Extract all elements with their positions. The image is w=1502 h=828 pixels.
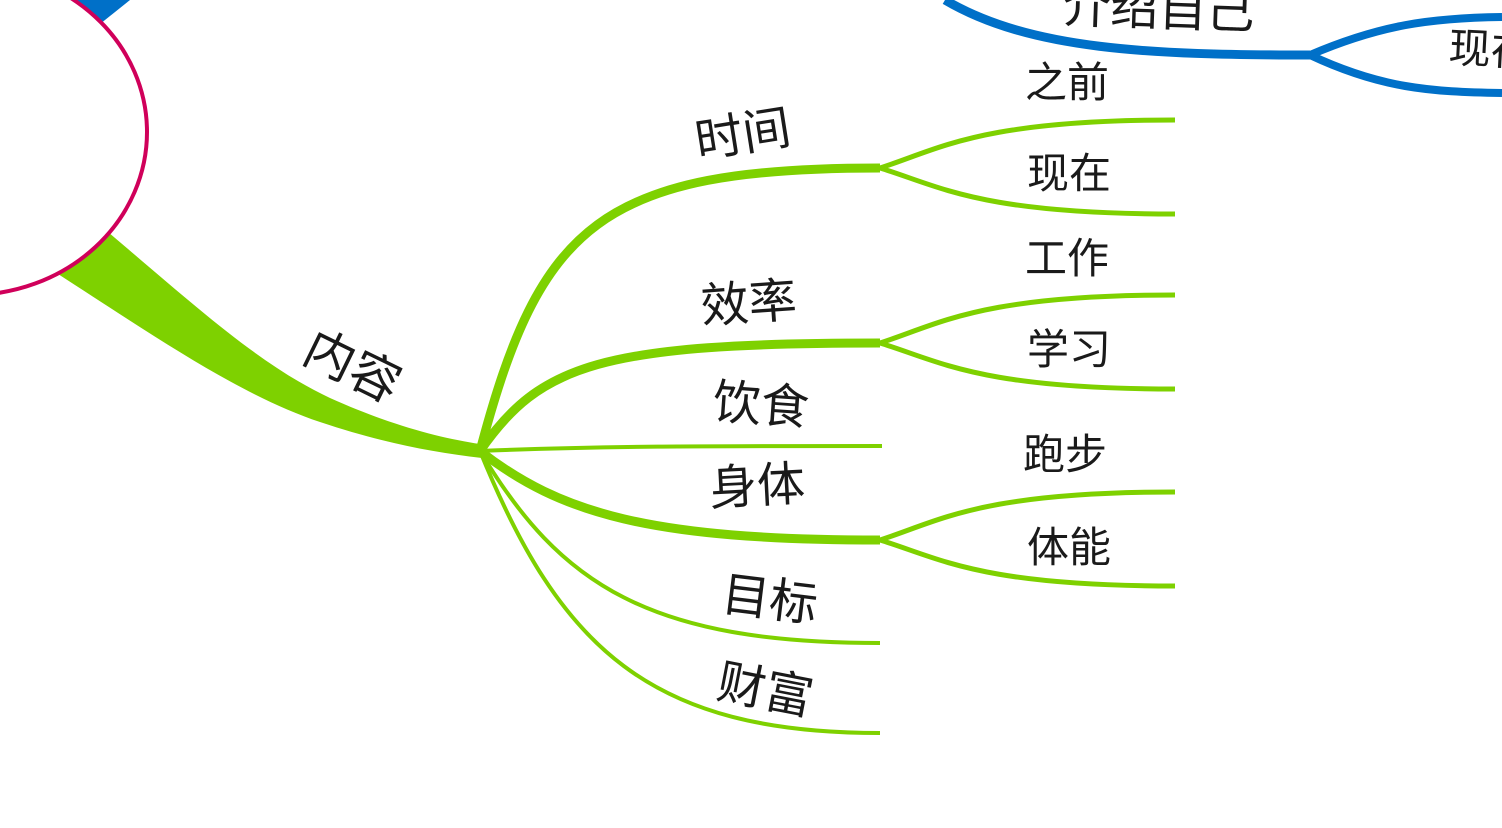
intro-subbranch-upper[interactable] (1308, 13, 1502, 59)
branch-label-goal[interactable]: 目标 (719, 566, 821, 633)
intro-branch-line[interactable] (942, 0, 1311, 60)
branch-line[interactable] (476, 338, 881, 454)
subbranch-line[interactable] (879, 340, 1176, 392)
leaf-label-now[interactable]: 现在 (1027, 149, 1111, 198)
subbranch-line[interactable] (879, 489, 1176, 543)
leaf-label-work[interactable]: 工作 (1025, 234, 1109, 283)
branch-label-efficiency[interactable]: 效率 (699, 272, 799, 335)
subbranch-line[interactable] (879, 292, 1176, 346)
intro-subbranch-lower[interactable] (1308, 51, 1502, 97)
branch-label-body[interactable]: 身体 (708, 456, 807, 517)
central-topic-node[interactable] (0, 0, 149, 295)
branch-line[interactable] (479, 444, 883, 453)
leaf-label-running[interactable]: 跑步 (1023, 430, 1107, 479)
branch-line[interactable] (475, 163, 881, 453)
leaf-label-fitness[interactable]: 体能 (1027, 523, 1111, 572)
branch-line[interactable] (478, 450, 881, 735)
content-branch-trunk[interactable] (55, 232, 482, 458)
subbranch-line[interactable] (879, 537, 1176, 589)
subbranch-line[interactable] (879, 165, 1176, 217)
leaf-label-study[interactable]: 学习 (1027, 325, 1111, 374)
branch-line[interactable] (478, 449, 881, 645)
branch-line[interactable] (477, 447, 881, 545)
branch-label-diet[interactable]: 饮食 (711, 374, 811, 437)
branch-label-time[interactable]: 时间 (691, 100, 795, 170)
intro-child-label[interactable]: 现在 (1447, 23, 1502, 76)
intro-branch-label[interactable]: 介绍自己 (1062, 0, 1256, 41)
subbranch-line[interactable] (879, 117, 1176, 171)
leaf-label-before[interactable]: 之前 (1025, 58, 1109, 107)
